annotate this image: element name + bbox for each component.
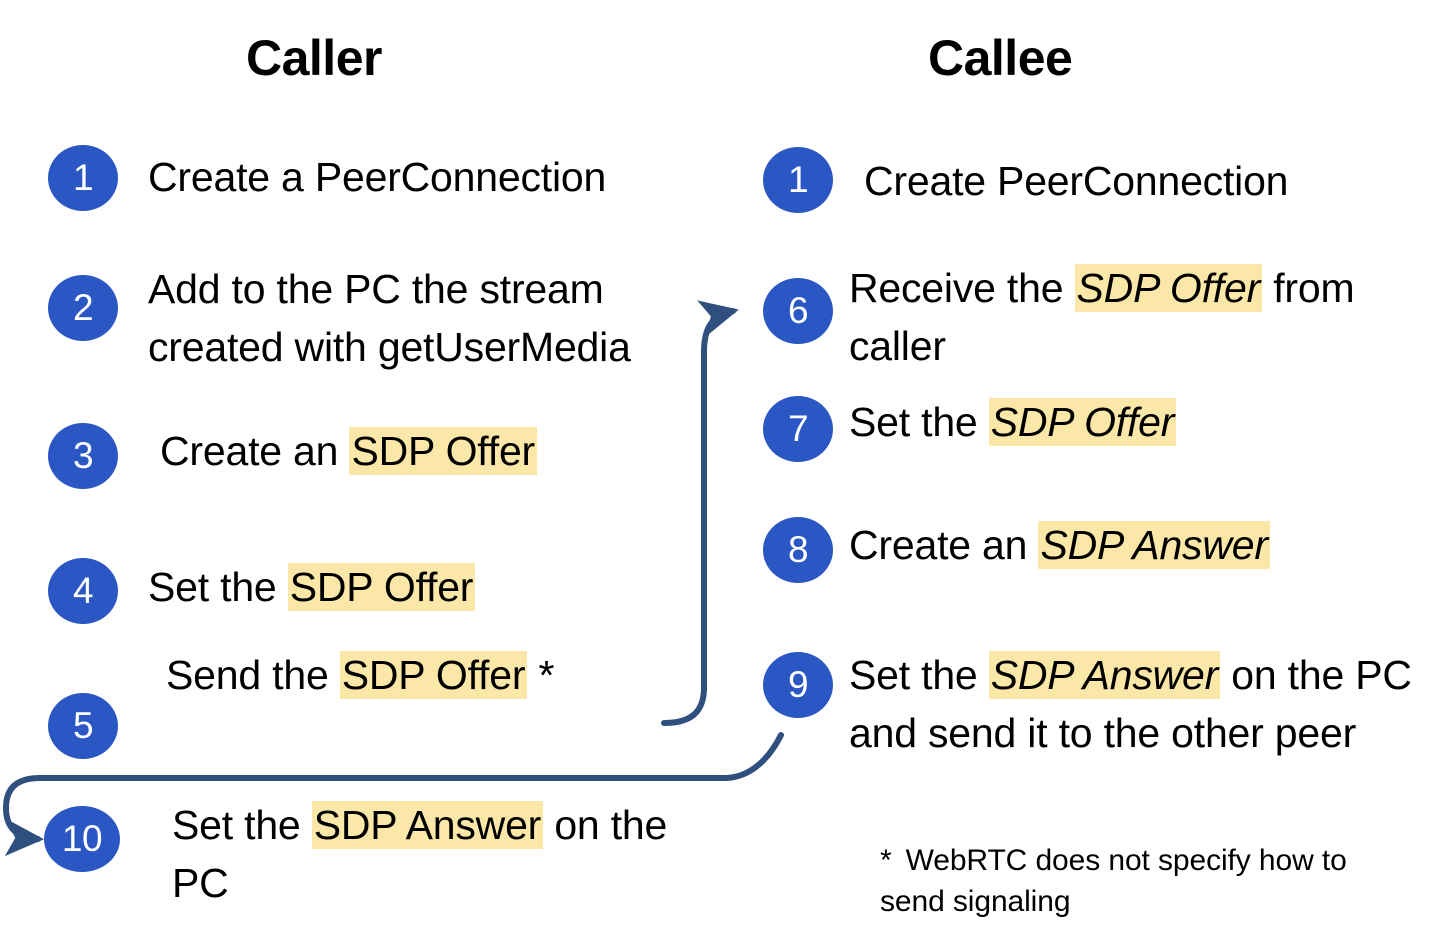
text-run: Create a PeerConnection	[148, 154, 607, 200]
text-run: Set the	[849, 652, 989, 698]
text-run: *	[527, 652, 555, 698]
highlighted-term: SDP Answer	[311, 801, 544, 849]
text-run: Set the	[148, 564, 288, 610]
step-badge: 3	[48, 423, 118, 489]
text-run: Create an	[849, 522, 1039, 568]
footnote: *WebRTC does not specify how to send sig…	[880, 840, 1380, 922]
step-label: Set the SDP Offer	[849, 393, 1409, 451]
text-run: Set the	[849, 399, 989, 445]
step-badge: 4	[48, 558, 118, 624]
text-run: Receive the	[849, 265, 1075, 311]
step-badge: 2	[48, 275, 118, 341]
text-run: Send the	[166, 652, 340, 698]
step-badge: 10	[44, 806, 120, 872]
highlighted-term: SDP Offer	[287, 563, 476, 611]
step-label: Receive the SDP Offer from caller	[849, 259, 1409, 375]
highlighted-term: SDP Answer	[988, 651, 1221, 699]
column-heading-caller: Caller	[246, 30, 382, 86]
column-heading-callee: Callee	[928, 30, 1073, 86]
text-run: Add to the PC the stream created with ge…	[148, 266, 631, 370]
text-run: on the PC and send it to the other peer	[849, 652, 1412, 756]
step-label: Create an SDP Answer	[849, 516, 1419, 574]
highlighted-term: SDP Offer	[1074, 264, 1263, 312]
footnote-text: WebRTC does not specify how to send sign…	[880, 844, 1347, 918]
step-badge: 1	[48, 145, 118, 211]
step-badge: 1	[763, 147, 833, 213]
highlighted-term: SDP Offer	[988, 398, 1177, 446]
highlighted-term: SDP Offer	[339, 651, 528, 699]
highlighted-term: SDP Offer	[349, 427, 537, 475]
step-label: Create a PeerConnection	[148, 148, 708, 206]
text-run: from caller	[849, 265, 1355, 369]
text-run: Set the	[172, 802, 312, 848]
step-label: Send the SDP Offer *	[166, 646, 746, 704]
step-badge: 8	[763, 517, 833, 583]
step-badge: 6	[763, 278, 833, 344]
step-badge: 9	[763, 652, 833, 718]
step-label: Add to the PC the stream created with ge…	[148, 260, 748, 376]
step-label: Set the SDP Answer on the PC and send it…	[849, 646, 1434, 762]
highlighted-term: SDP Answer	[1038, 521, 1270, 569]
text-run: on the PC	[172, 802, 668, 906]
step-label: Set the SDP Offer	[148, 558, 708, 616]
step-label: Create an SDP Offer	[160, 422, 720, 480]
step-label: Create PeerConnection	[864, 152, 1424, 210]
step-badge: 5	[48, 693, 118, 759]
footnote-marker: *	[880, 844, 892, 877]
text-run: Create PeerConnection	[864, 158, 1289, 204]
step-badge: 7	[763, 396, 833, 462]
text-run: Create an	[160, 428, 350, 474]
step-label: Set the SDP Answer on the PC	[172, 796, 712, 912]
